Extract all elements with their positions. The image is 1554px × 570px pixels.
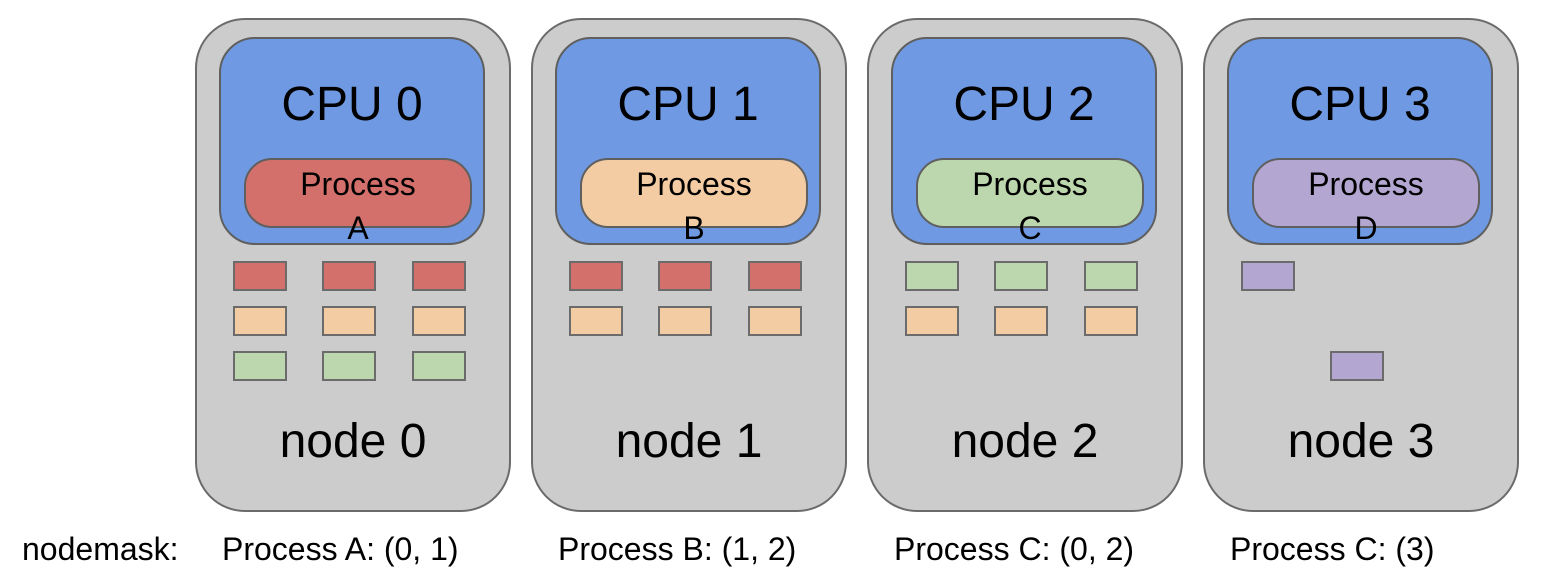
node-label: node 1 (615, 415, 763, 468)
process-label: Process B (636, 166, 752, 246)
memory-page-block (1084, 306, 1138, 336)
process-d-pill: Process D (1252, 158, 1480, 246)
memory-page-block (233, 261, 287, 291)
memory-page-block (1084, 261, 1138, 291)
memory-page-block (233, 351, 287, 381)
node-1-box: CPU 1 Process B node 1 (531, 18, 847, 512)
memory-page-block (322, 261, 376, 291)
nodemask-caption-3: Process C: (3) (1230, 531, 1435, 567)
memory-page-block (412, 306, 466, 336)
node-label: node 0 (279, 415, 427, 468)
process-label: Process A (300, 166, 416, 246)
memory-page-block (748, 261, 802, 291)
memory-page-block (658, 306, 712, 336)
node-3-box: CPU 3 Process D node 3 (1203, 18, 1519, 512)
memory-page-block (905, 261, 959, 291)
memory-page-block (994, 261, 1048, 291)
node-label: node 3 (1287, 415, 1435, 468)
memory-page-block (233, 306, 287, 336)
process-c-pill: Process C (916, 158, 1144, 246)
node-0-box: CPU 0 Process A node 0 (195, 18, 511, 512)
memory-page-block (1241, 261, 1295, 291)
cpu-label: CPU 2 (953, 78, 1095, 131)
memory-page-block (748, 306, 802, 336)
node-2-box: CPU 2 Process C node 2 (867, 18, 1183, 512)
process-label: Process C (972, 166, 1088, 246)
node-label: node 2 (951, 415, 1099, 468)
nodemask-prefix: nodemask: (22, 531, 179, 567)
memory-page-block (569, 261, 623, 291)
nodemask-caption-0: Process A: (0, 1) (222, 531, 459, 567)
memory-page-block (412, 351, 466, 381)
process-b-pill: Process B (580, 158, 808, 246)
cpu-2-box: CPU 2 Process C (891, 37, 1157, 246)
nodemask-caption-2: Process C: (0, 2) (894, 531, 1135, 567)
memory-page-block (322, 351, 376, 381)
process-a-pill: Process A (244, 158, 472, 246)
memory-page-block (569, 306, 623, 336)
memory-page-block (412, 261, 466, 291)
memory-page-block (658, 261, 712, 291)
memory-page-block (905, 306, 959, 336)
cpu-3-box: CPU 3 Process D (1227, 37, 1493, 246)
cpu-1-box: CPU 1 Process B (555, 37, 821, 246)
memory-page-block (994, 306, 1048, 336)
nodemask-caption-1: Process B: (1, 2) (558, 531, 797, 567)
memory-page-block (322, 306, 376, 336)
cpu-0-box: CPU 0 Process A (219, 37, 485, 246)
cpu-label: CPU 0 (281, 78, 423, 131)
process-label: Process D (1308, 166, 1424, 246)
memory-page-block (1330, 351, 1384, 381)
cpu-label: CPU 1 (617, 78, 759, 131)
cpu-label: CPU 3 (1289, 78, 1431, 131)
